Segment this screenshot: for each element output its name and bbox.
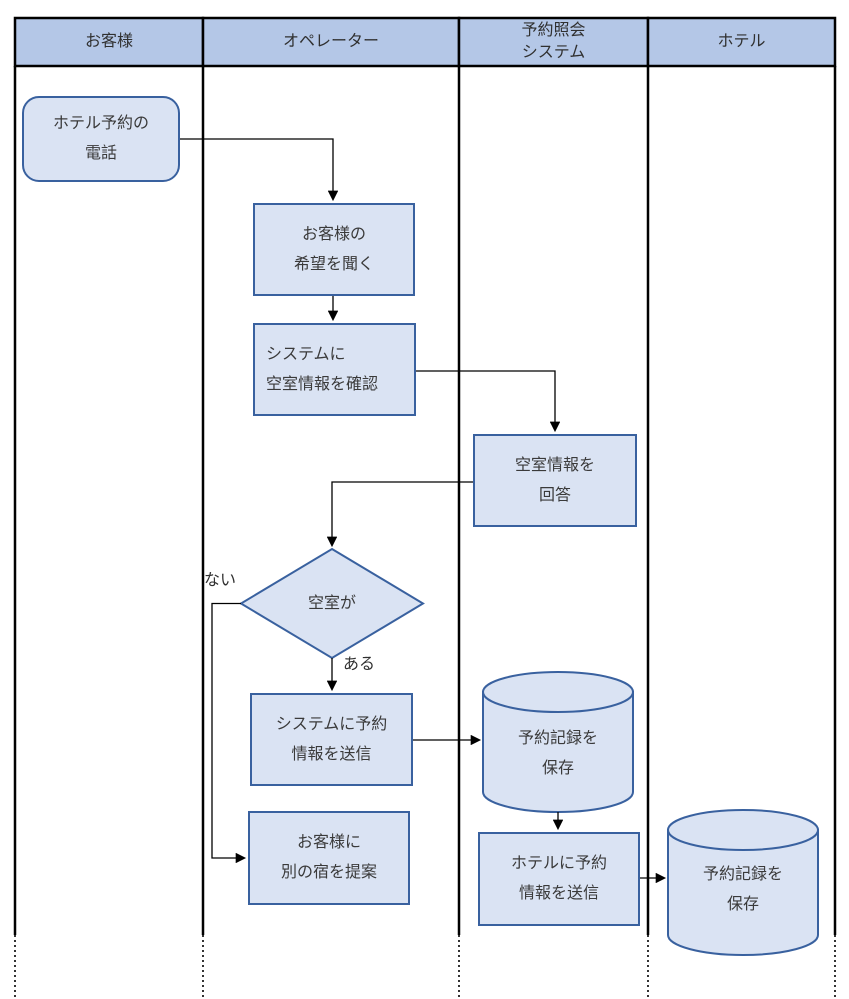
flow-node-save-record-system: 予約記録を 保存 (517, 730, 598, 777)
flow-node-start-call: ホテル予約の 電話 (22, 96, 180, 182)
lane-header-hotel: ホテル (717, 33, 766, 50)
database-cylinder-hotel (667, 809, 819, 956)
lane-header-cell-system (457, 16, 650, 68)
lane-header-system: 予約照会 システム (521, 22, 586, 61)
flow-node-listen-request: お客様の 希望を聞く (253, 203, 415, 296)
connector-decision-no (211, 602, 247, 864)
flow-node-save-record-hotel: 予約記録を 保存 (702, 865, 783, 913)
flow-node-send-to-hotel: ホテルに予約 情報を送信 (478, 832, 640, 926)
flow-node-suggest-alternative: お客様に 別の宿を提案 (248, 811, 410, 905)
edge-label-no: ない (204, 572, 237, 589)
flow-node-reply-availability: 空室情報を 回答 (473, 434, 637, 527)
connector-reply-to-decision (326, 481, 473, 548)
lane-header-operator: オペレーター (282, 33, 379, 50)
lane-header-cell-hotel (646, 16, 837, 68)
connector-start-to-listen (180, 138, 339, 202)
database-cylinder-system (482, 671, 634, 813)
connector-check-to-reply (416, 370, 561, 433)
flow-node-decision-vacancy: 空室が (307, 594, 356, 612)
flow-node-send-reservation: システムに予約 情報を送信 (250, 693, 413, 786)
lane-header-cell-customer (13, 16, 205, 68)
lane-header-customer: お客様 (84, 33, 133, 50)
lane-header-cell-operator (201, 16, 461, 68)
flow-node-check-availability: システムに 空室情報を確認 (253, 323, 416, 416)
edge-label-yes: ある (343, 656, 376, 673)
